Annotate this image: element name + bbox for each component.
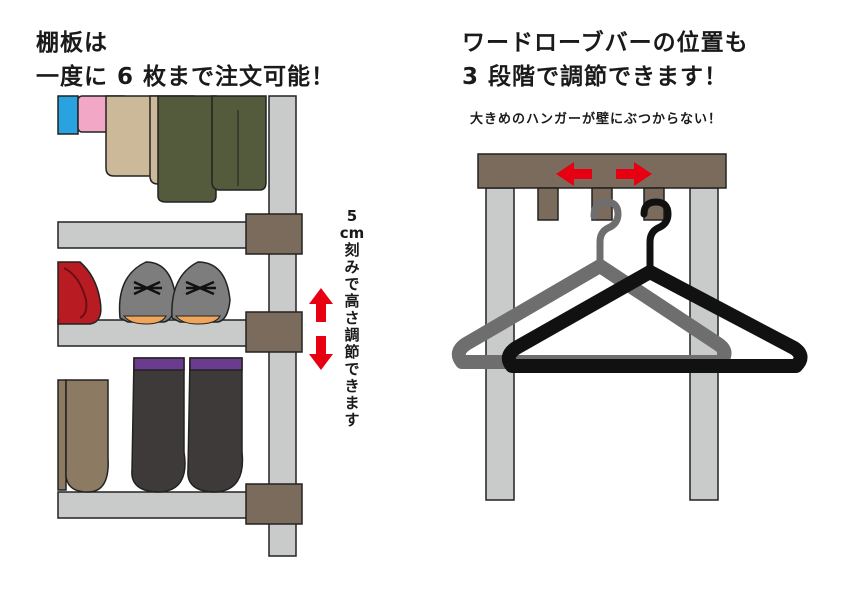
note-char: す [344,411,360,429]
note-char: 刻 [344,241,360,259]
bar-position-arrows-icon [556,162,652,186]
shelf-brackets [245,213,303,525]
note-number: 5 [346,207,358,225]
note-char: ま [344,394,360,412]
height-adjust-arrows-icon [309,288,333,370]
note-unit: cm [339,224,365,242]
tall-boots-icon [131,357,244,493]
note-char: 高 [344,292,360,310]
bar-heading-line1: ワードローブバーの位置も [462,30,749,56]
shelf-heading: 棚板は 一度に 6 枚まで注文可能！ [36,26,335,94]
brown-boots-icon [57,379,109,493]
note-char: み [344,258,360,276]
bar-heading: ワードローブバーの位置も 3 段階で調節できます！ [462,26,749,94]
hanging-clothes-icon [57,95,267,203]
note-char: き [344,377,360,395]
note-char: で [344,275,360,293]
black-hanger-icon [501,198,808,373]
note-char: さ [344,309,360,327]
height-adjust-note: 5 cm 刻 み で 高 さ 調 節 で き ま す [339,208,365,429]
sneakers-icon [118,261,231,325]
note-char: 節 [344,343,360,361]
shelf-heading-line2: 一度に 6 枚まで注文可能！ [36,64,336,90]
note-char: 調 [344,326,360,344]
red-shoe-icon [57,261,102,325]
note-char: で [344,360,360,378]
shelf-heading-line1: 棚板は [36,30,108,56]
hanger-note: 大きめのハンガーが壁にぶつからない！ [470,112,723,127]
shelf-boards [57,221,271,519]
bar-heading-line2: 3 段階で調節できます！ [462,64,729,90]
